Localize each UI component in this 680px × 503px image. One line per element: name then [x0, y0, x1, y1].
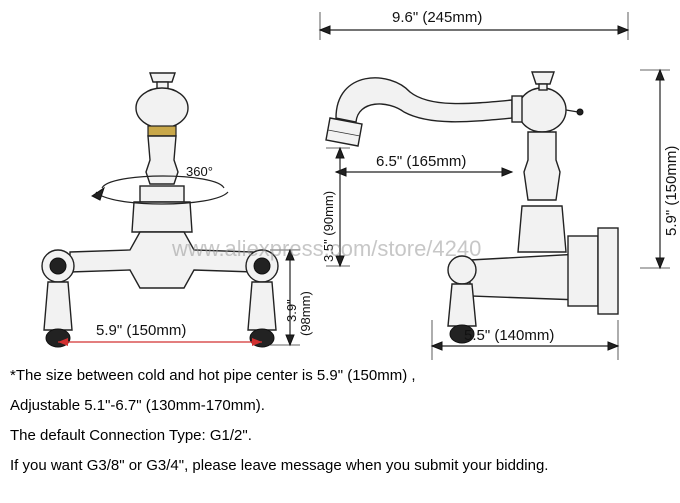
front-view: 360° 5.9" (150mm) 3.9" (98mm): [41, 72, 313, 348]
right-height-label: 5.9" (150mm): [663, 146, 680, 236]
front-height-mm-label: (98mm): [298, 291, 313, 336]
center-distance-label: 5.9" (150mm): [96, 322, 186, 339]
bottom-depth-label: 5.5" (140mm): [464, 327, 554, 344]
spout-reach-label: 6.5" (165mm): [376, 153, 466, 170]
front-height-in-label: 3.9": [284, 299, 299, 322]
top-width-label: 9.6" (245mm): [392, 9, 482, 26]
note-pipe-center: *The size between cold and hot pipe cent…: [10, 367, 416, 384]
note-adjustable: Adjustable 5.1"-6.7" (130mm-170mm).: [10, 397, 265, 414]
side-view: 9.6" (245mm) 5.9" (150mm) 6.5" (: [318, 9, 680, 360]
faucet-dimension-diagram: 360° 5.9" (150mm) 3.9" (98mm) 9.6" (245m…: [41, 9, 680, 360]
watermark: www.aliexpress.com/store/4240: [171, 236, 481, 261]
cold-handle: [41, 249, 75, 348]
rotation-label: 360°: [186, 164, 213, 179]
notes: *The size between cold and hot pipe cent…: [10, 366, 675, 486]
hot-handle: [245, 249, 279, 348]
note-connection-type: The default Connection Type: G1/2".: [10, 427, 252, 444]
note-alternatives: If you want G3/8" or G3/4", please leave…: [10, 457, 549, 474]
side-height-label: 3.5" (90mm): [321, 191, 336, 262]
